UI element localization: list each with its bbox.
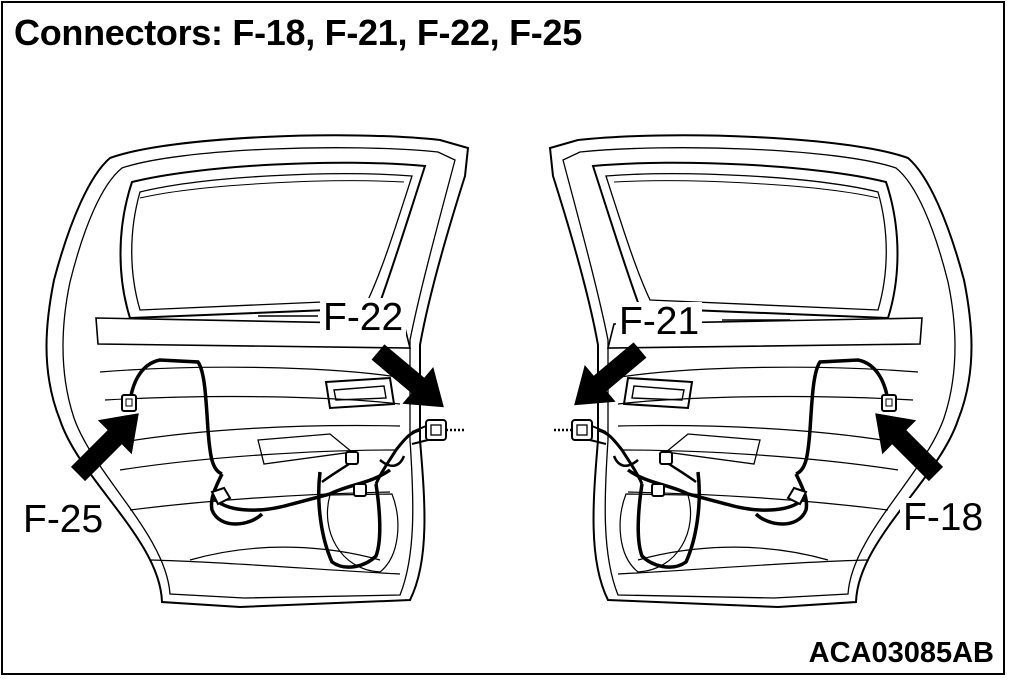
callout-f21: F-21: [616, 302, 703, 341]
callout-f18: F-18: [900, 498, 987, 537]
figure-title: Connectors: F-18, F-21, F-22, F-25: [14, 12, 582, 53]
figure-id: ACA03085AB: [808, 637, 994, 669]
f25-arrow: [61, 396, 156, 491]
callout-f25: F-25: [20, 500, 107, 539]
f18-arrow: [858, 396, 953, 491]
callout-f22: F-22: [320, 298, 407, 337]
f21-arrow: [558, 331, 656, 424]
